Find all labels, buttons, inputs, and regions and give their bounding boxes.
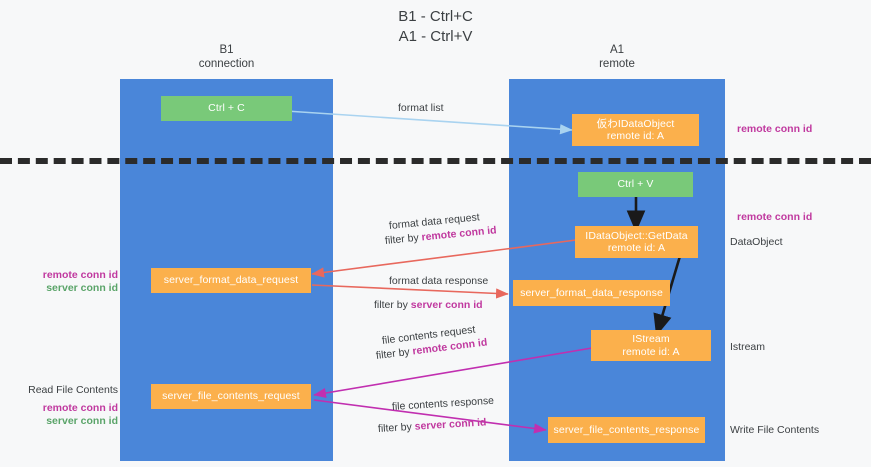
caption-file-contents-response-filter: filter by server conn id (378, 415, 487, 436)
caption-format-data-response: format data response (389, 275, 489, 287)
filter-key-server-conn-id: server conn id (410, 299, 483, 311)
annotation-remote-conn-id-bottom-left: remote conn id (42, 402, 118, 414)
annotation-read-file-contents: Read File Contents (28, 384, 118, 396)
lane-title-a1: A1 remote (599, 44, 635, 70)
page-title: B1 - Ctrl+C A1 - Ctrl+V (398, 8, 473, 45)
lane-title-b1: B1 connection (198, 44, 255, 70)
node-server-file-contents-response[interactable]: server_file_contents_response (548, 417, 705, 443)
node-server-format-data-response[interactable]: server_format_data_response (513, 280, 670, 306)
filter-prefix: filter by (377, 420, 416, 435)
annotation-server-conn-id-bottom-left: server conn id (46, 415, 118, 427)
annotation-istream: Istream (730, 341, 766, 353)
filter-prefix: filter by (375, 345, 414, 362)
caption-format-data-response-filter: filter by server conn id (374, 298, 483, 312)
annotation-remote-conn-id-mid: remote conn id (737, 211, 813, 223)
section-separator (0, 158, 871, 164)
annotation-server-conn-id-mid-left: server conn id (46, 282, 118, 294)
annotation-conn-ids-mid: remote conn id server conn id (0, 269, 118, 295)
filter-prefix: filter by (374, 299, 411, 311)
caption-file-contents-response: file contents response (391, 394, 495, 413)
node-ctrl-v[interactable]: Ctrl + V (578, 172, 693, 197)
annotation-remote-conn-id-mid-left: remote conn id (42, 269, 118, 281)
filter-prefix: filter by (384, 231, 423, 247)
node-ctrl-c[interactable]: Ctrl + C (161, 96, 292, 121)
annotation-conn-ids-bottom: remote conn id server conn id (0, 402, 118, 428)
node-server-file-contents-request[interactable]: server_file_contents_request (151, 384, 311, 409)
annotation-write-file-contents: Write File Contents (730, 424, 820, 436)
annotation-remote-conn-id-top: remote conn id (737, 123, 813, 135)
annotation-dataobject: DataObject (730, 236, 783, 248)
caption-format-list: format list (398, 102, 444, 114)
node-server-format-data-request[interactable]: server_format_data_request (151, 268, 311, 293)
node-idataobject-remote[interactable]: 仮わIDataObject remote id: A (572, 114, 699, 146)
filter-key-server-conn-id: server conn id (414, 416, 487, 433)
node-idataobject-getdata[interactable]: IDataObject::GetData remote id: A (575, 226, 698, 258)
node-istream[interactable]: IStream remote id: A (591, 330, 711, 361)
